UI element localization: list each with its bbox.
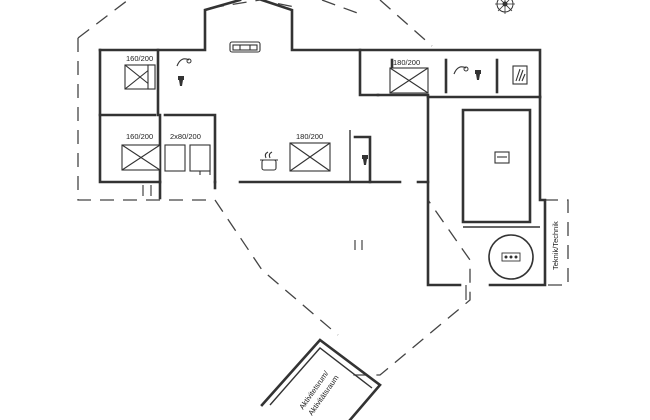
- bed-label: 2x80/200: [170, 132, 201, 141]
- toilet-icon: [178, 76, 184, 86]
- exterior-walls: [98, 0, 547, 287]
- bed-icon: [121, 144, 161, 171]
- toilet-icon: [362, 155, 368, 165]
- bed-icon: [289, 142, 331, 172]
- bed-label: 160/200: [126, 54, 153, 63]
- bed-label: 180/200: [393, 58, 420, 67]
- bed-icon: [164, 144, 211, 172]
- toilet-icon: [475, 70, 481, 80]
- technik-label: Teknik/Technik: [551, 221, 560, 270]
- shower-icon: [176, 58, 192, 67]
- washing-machine-icon: [494, 151, 510, 164]
- bed-label: 160/200: [126, 132, 153, 141]
- compass-icon: [495, 0, 515, 14]
- bed-icon: [124, 64, 156, 90]
- shower-icon: [453, 66, 469, 75]
- activity-room: [260, 338, 382, 420]
- whirlpool-spa-icon: [488, 234, 534, 280]
- sauna-icon: [512, 65, 528, 85]
- cooking-pot-icon: [260, 151, 278, 171]
- bed-icon: [389, 67, 429, 94]
- bed-label: 180/200: [296, 132, 323, 141]
- sofa-icon: [229, 41, 261, 53]
